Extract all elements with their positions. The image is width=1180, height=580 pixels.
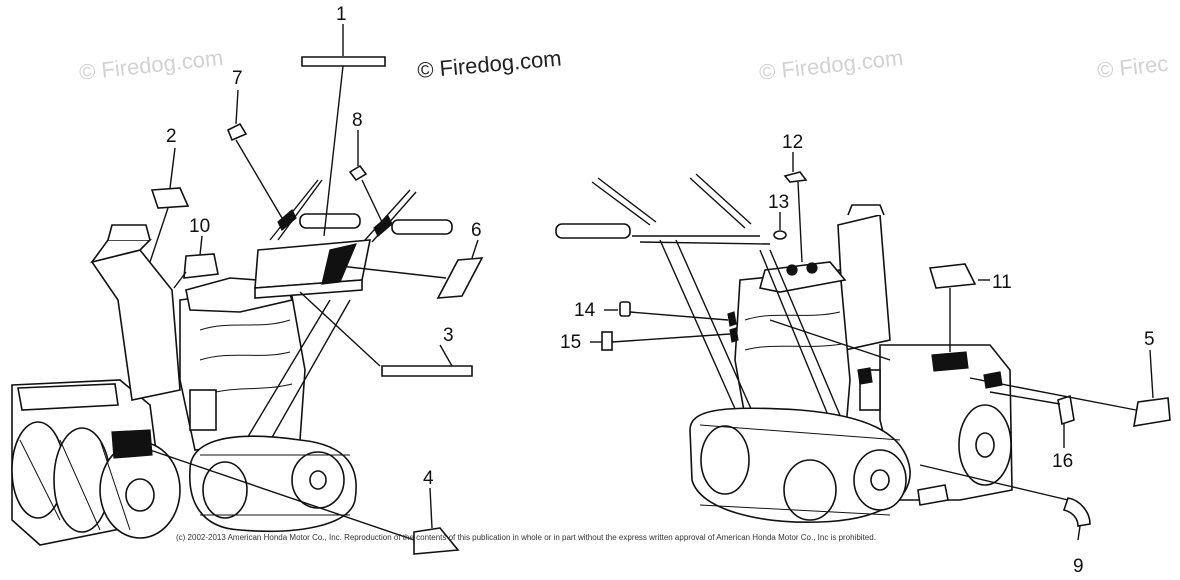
callout-14: 14 <box>574 300 596 321</box>
watermark-edge: © Firec <box>1096 51 1169 83</box>
decal-4 <box>413 527 460 555</box>
callout-4: 4 <box>423 468 434 489</box>
callout-7: 7 <box>232 68 243 89</box>
callout-3: 3 <box>443 325 454 346</box>
decal-3 <box>381 365 473 377</box>
watermark-left: © Firedog.com <box>78 45 224 85</box>
callout-15: 15 <box>560 332 581 353</box>
snowblower-right <box>555 173 1013 523</box>
decal-11 <box>928 263 977 289</box>
callout-6: 6 <box>471 220 482 241</box>
callout-12: 12 <box>782 132 803 153</box>
callout-8: 8 <box>352 110 363 131</box>
callout-2: 2 <box>166 126 177 147</box>
snowblower-left <box>11 179 453 546</box>
watermark-center: © Firedog.com <box>416 45 562 83</box>
callout-13: 13 <box>768 192 789 213</box>
decal-8 <box>348 164 368 182</box>
callout-1: 1 <box>336 4 347 25</box>
watermark-right: © Firedog.com <box>758 45 904 85</box>
callout-9: 9 <box>1073 556 1084 577</box>
decal-6 <box>436 257 484 299</box>
decal-10 <box>183 253 219 279</box>
leader-lines <box>149 24 1154 541</box>
decal-15 <box>601 331 613 351</box>
decal-5 <box>1133 397 1171 427</box>
callout-16: 16 <box>1052 451 1073 472</box>
decal-2 <box>150 187 190 209</box>
decal-14 <box>619 301 631 317</box>
decal-12 <box>783 171 808 183</box>
callout-11: 11 <box>992 272 1012 293</box>
callout-10: 10 <box>189 216 210 237</box>
callout-5: 5 <box>1144 329 1155 350</box>
decal-9 <box>1062 497 1091 527</box>
decal-7 <box>226 122 248 142</box>
decal-16 <box>1057 394 1075 426</box>
copyright-notice: (c) 2002-2013 American Honda Motor Co., … <box>176 533 876 542</box>
decal-13 <box>773 230 787 240</box>
decal-1 <box>301 56 386 67</box>
